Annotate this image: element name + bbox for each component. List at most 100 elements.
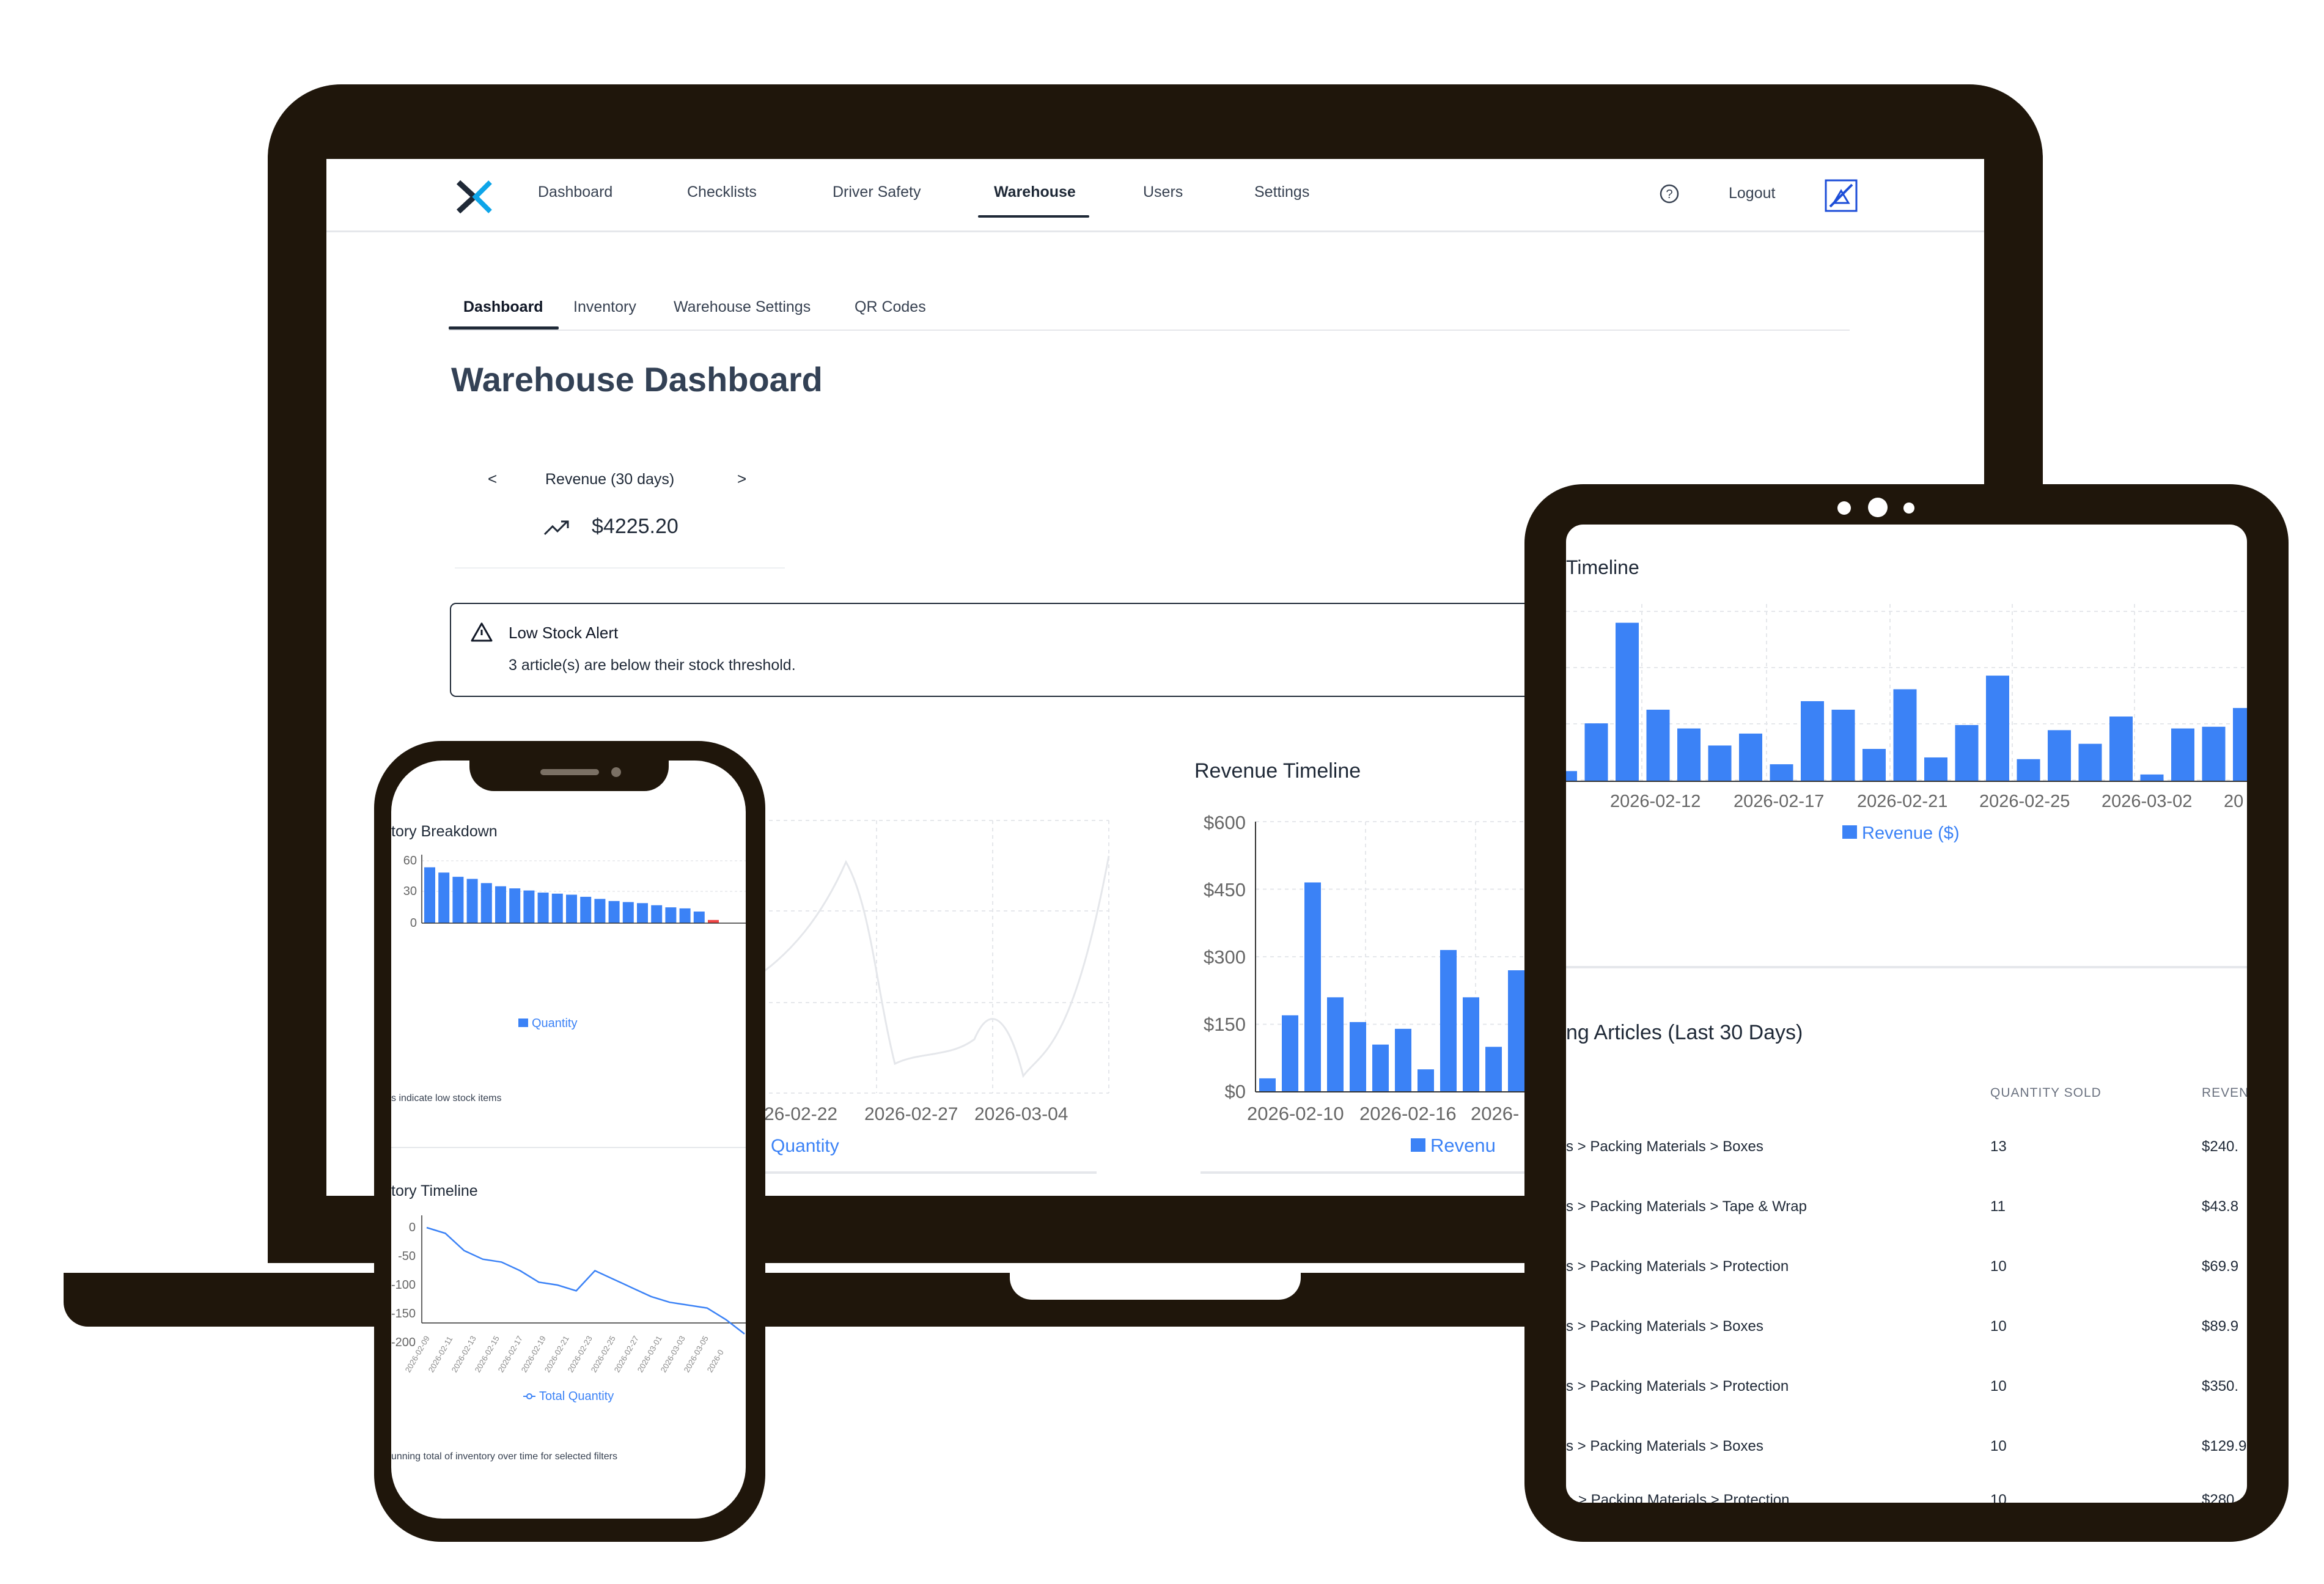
- low-stock-note: s indicate low stock items: [391, 1093, 502, 1103]
- inventory-bar[interactable]: [608, 901, 620, 923]
- inventory-bar[interactable]: [665, 907, 677, 923]
- revenue-next-button[interactable]: >: [737, 470, 747, 488]
- inventory-timeline-line[interactable]: [426, 1226, 745, 1335]
- tablet-revenue-bar[interactable]: [2109, 716, 2133, 781]
- inventory-bar[interactable]: [594, 899, 606, 923]
- tablet-revenue-bar[interactable]: [1863, 749, 1886, 781]
- tablet-revenue-bar[interactable]: [2202, 726, 2226, 781]
- tablet-revenue-bar[interactable]: [1739, 733, 1762, 781]
- breakdown-y-tick: 0: [410, 916, 417, 930]
- page-title: Warehouse Dashboard: [451, 360, 823, 399]
- inventory-bar[interactable]: [651, 905, 663, 923]
- x-logo-icon[interactable]: [454, 179, 496, 218]
- nav-users[interactable]: Users: [1143, 183, 1183, 201]
- revenue-x-tick: 2026-02-10: [1247, 1103, 1344, 1124]
- tab-warehouse-settings[interactable]: Warehouse Settings: [674, 298, 811, 315]
- tab-inventory[interactable]: Inventory: [573, 298, 636, 315]
- tablet-camera-dot: [1903, 503, 1914, 514]
- article-path: s > Packing Materials > Boxes: [1566, 1138, 1763, 1155]
- quantity-cell: 13: [1990, 1138, 2007, 1155]
- tab-dashboard[interactable]: Dashboard: [463, 298, 543, 315]
- revenue-bar[interactable]: [1485, 1047, 1502, 1092]
- tablet-revenue-bar[interactable]: [2140, 774, 2164, 781]
- timeline-y-tick: -200: [391, 1336, 416, 1349]
- tablet-revenue-bar[interactable]: [2017, 759, 2040, 781]
- tablet-revenue-bar[interactable]: [1801, 701, 1824, 781]
- logout-button[interactable]: Logout: [1729, 185, 1776, 202]
- revenue-bar[interactable]: [1372, 1044, 1389, 1092]
- quantity-cell: 10: [1990, 1492, 2007, 1503]
- inventory-bar[interactable]: [466, 879, 478, 923]
- tablet-revenue-bar[interactable]: [1770, 764, 1793, 781]
- nav-settings[interactable]: Settings: [1254, 183, 1310, 201]
- nav-dashboard[interactable]: Dashboard: [538, 183, 613, 201]
- inventory-bar[interactable]: [452, 877, 464, 923]
- tablet-revenue-bar[interactable]: [1831, 709, 1855, 781]
- inventory-bar[interactable]: [523, 890, 535, 923]
- breakdown-legend: Quantity: [532, 1017, 577, 1030]
- timeline-x-tick: 2026-0: [705, 1348, 726, 1374]
- tablet-revenue-bar[interactable]: [1646, 709, 1670, 781]
- tablet-revenue-bar[interactable]: [1986, 676, 2009, 781]
- inventory-bar[interactable]: [708, 919, 719, 923]
- revenue-bar[interactable]: [1350, 1022, 1366, 1092]
- tablet-revenue-bar[interactable]: [2078, 743, 2102, 781]
- inventory-bar[interactable]: [580, 896, 592, 923]
- revenue-bar[interactable]: [1395, 1028, 1411, 1092]
- timeline-y-tick: -50: [398, 1250, 416, 1263]
- revenue-card-label: Revenue (30 days): [545, 471, 675, 488]
- tablet-revenue-bar[interactable]: [1677, 728, 1701, 781]
- revenue-prev-button[interactable]: <: [488, 470, 498, 488]
- revenue-bar[interactable]: [1418, 1069, 1434, 1092]
- revenue-bar[interactable]: [1304, 882, 1321, 1092]
- article-path: s > Packing Materials > Tape & Wrap: [1566, 1198, 1807, 1215]
- revenue-y-tick: $150: [1204, 1014, 1246, 1035]
- tablet-revenue-bar[interactable]: [1955, 724, 1979, 781]
- tablet-revenue-bar[interactable]: [1566, 771, 1577, 781]
- tablet-revenue-bar[interactable]: [1584, 723, 1608, 781]
- inventory-bar[interactable]: [424, 867, 435, 923]
- inventory-bar[interactable]: [693, 912, 705, 923]
- tablet-revenue-bar[interactable]: [1893, 689, 1917, 781]
- revenue-bar[interactable]: [1508, 970, 1524, 1092]
- revenue-value: $4225.20: [592, 515, 678, 538]
- nav-checklists[interactable]: Checklists: [687, 183, 757, 201]
- timeline-note: unning total of inventory over time for …: [391, 1451, 617, 1462]
- inventory-bar[interactable]: [438, 872, 450, 923]
- tablet-revenue-bar[interactable]: [2048, 730, 2071, 781]
- tab-qr-codes[interactable]: QR Codes: [855, 298, 926, 315]
- phone-speaker: [540, 769, 599, 775]
- tablet-revenue-bar[interactable]: [1924, 757, 1947, 781]
- revenue-y-tick: $300: [1204, 946, 1246, 968]
- revenue-cell: $89.9: [2202, 1318, 2239, 1335]
- nav-driver-safety[interactable]: Driver Safety: [833, 183, 921, 201]
- laptop-notch: [1010, 1273, 1301, 1300]
- help-circle-icon[interactable]: ?: [1659, 183, 1680, 207]
- revenue-bar[interactable]: [1282, 1015, 1298, 1092]
- inventory-bar[interactable]: [509, 888, 521, 923]
- tablet-revenue-bar[interactable]: [1708, 745, 1732, 781]
- inventory-bar[interactable]: [551, 893, 563, 923]
- user-avatar-icon[interactable]: [1824, 179, 1858, 216]
- alert-title: Low Stock Alert: [509, 624, 619, 642]
- revenue-bar[interactable]: [1259, 1078, 1276, 1092]
- tablet-revenue-bar[interactable]: [1616, 622, 1639, 781]
- revenue-y-tick: $0: [1225, 1081, 1246, 1102]
- nav-warehouse[interactable]: Warehouse: [994, 183, 1076, 201]
- revenue-bar[interactable]: [1327, 997, 1344, 1092]
- inventory-bar[interactable]: [679, 908, 691, 923]
- article-path: s > Packing Materials > Protection: [1566, 1378, 1789, 1394]
- inventory-bar[interactable]: [480, 883, 492, 923]
- revenue-bar[interactable]: [1440, 949, 1457, 1092]
- inventory-bar[interactable]: [495, 886, 506, 923]
- inventory-bar[interactable]: [566, 894, 577, 923]
- tablet-revenue-bar[interactable]: [2233, 708, 2247, 781]
- inventory-bar[interactable]: [537, 893, 549, 923]
- revenue-bar[interactable]: [1463, 997, 1479, 1092]
- inventory-bar[interactable]: [622, 902, 634, 923]
- revenue-cell: $43.8: [2202, 1198, 2239, 1215]
- inventory-bar[interactable]: [637, 903, 648, 923]
- tablet-x-tick: 2026-03-02: [2102, 792, 2192, 811]
- tablet-revenue-bar[interactable]: [2171, 728, 2194, 781]
- tablet-x-tick: 2026-02-21: [1857, 792, 1947, 811]
